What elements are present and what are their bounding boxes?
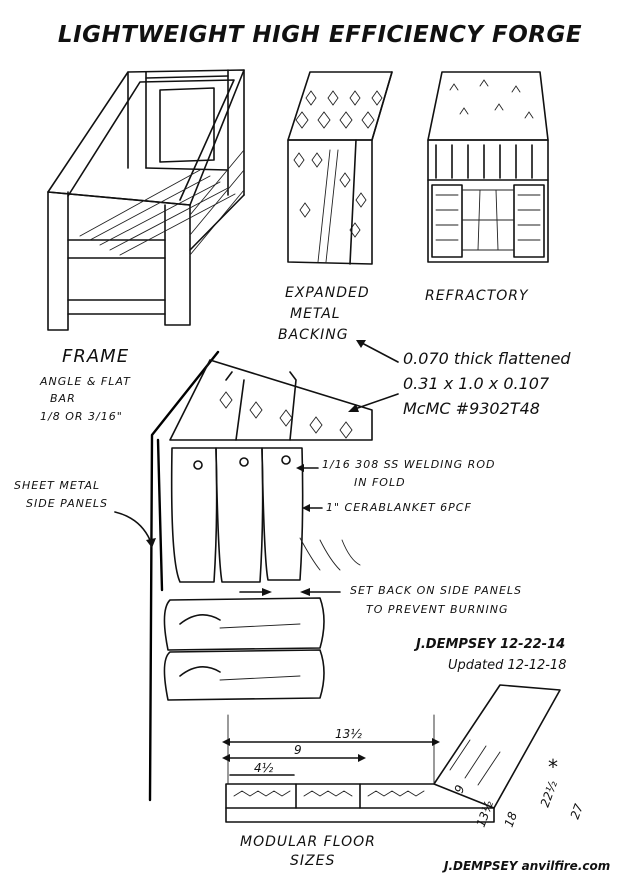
frame-label: FRAME ANGLE & FLAT BAR 1/8 OR 3/16" — [39, 346, 131, 423]
updated-date: Updated 12-12-18 — [448, 658, 566, 673]
svg-text:EXPANDED: EXPANDED — [285, 285, 370, 301]
svg-text:27: 27 — [568, 802, 587, 821]
svg-text:1/8 OR 3/16": 1/8 OR 3/16" — [40, 410, 123, 423]
svg-text:9: 9 — [452, 783, 468, 795]
svg-text:METAL: METAL — [290, 306, 341, 322]
svg-text:SHEET METAL: SHEET METAL — [14, 479, 100, 492]
svg-text:SET BACK ON SIDE PANELS: SET BACK ON SIDE PANELS — [350, 584, 522, 597]
svg-text:IN FOLD: IN FOLD — [354, 476, 406, 489]
expanded-metal-sketch — [287, 71, 393, 265]
svg-text:BACKING: BACKING — [278, 327, 349, 343]
setback-label: SET BACK ON SIDE PANELS TO PREVENT BURNI… — [350, 584, 522, 616]
svg-text:*: * — [548, 755, 558, 779]
svg-text:18: 18 — [502, 810, 521, 829]
cerablanket-label: 1" CERABLANKET 6PCF — [302, 501, 472, 514]
svg-text:9: 9 — [294, 743, 302, 757]
svg-text:0.070 thick flattened: 0.070 thick flattened — [403, 349, 571, 368]
svg-text:TO PREVENT BURNING: TO PREVENT BURNING — [366, 603, 509, 616]
svg-text:McMC #9302T48: McMC #9302T48 — [403, 399, 540, 418]
floor-sizes-label: MODULAR FLOOR SIZES — [240, 834, 376, 869]
svg-text:SIDE PANELS: SIDE PANELS — [26, 497, 108, 510]
svg-text:1" CERABLANKET 6PCF: 1" CERABLANKET 6PCF — [326, 501, 472, 514]
svg-text:FRAME: FRAME — [62, 346, 129, 367]
title: LIGHTWEIGHT HIGH EFFICIENCY FORGE — [58, 22, 582, 48]
svg-text:13½: 13½ — [474, 799, 496, 829]
svg-text:13½: 13½ — [335, 727, 362, 741]
svg-text:SIZES: SIZES — [290, 853, 335, 869]
svg-text:22½: 22½ — [538, 779, 560, 809]
svg-text:0.31 x 1.0 x 0.107: 0.31 x 1.0 x 0.107 — [403, 374, 550, 393]
spec-note: 0.070 thick flattened 0.31 x 1.0 x 0.107… — [403, 349, 571, 418]
svg-text:BAR: BAR — [50, 392, 76, 405]
svg-text:MODULAR FLOOR: MODULAR FLOOR — [240, 834, 376, 850]
svg-text:ANGLE & FLAT: ANGLE & FLAT — [39, 375, 131, 388]
frame-sketch — [47, 69, 245, 331]
svg-text:1/16 308 SS WELDING ROD: 1/16 308 SS WELDING ROD — [322, 458, 495, 471]
svg-text:4½: 4½ — [254, 761, 274, 775]
refractory-label: REFRACTORY — [425, 288, 529, 304]
sheet-metal-label: SHEET METAL SIDE PANELS — [14, 479, 156, 548]
welding-rod-label: 1/16 308 SS WELDING ROD IN FOLD — [296, 458, 495, 489]
modular-floor-sketch — [222, 684, 561, 823]
cutaway-sketch — [148, 350, 373, 802]
footer-credit: J.DEMPSEY anvilfire.com — [442, 859, 610, 873]
refractory-sketch — [427, 71, 549, 263]
author-date: J.DEMPSEY 12-22-14 — [413, 637, 565, 652]
spec-arrows — [348, 340, 399, 412]
expanded-metal-label: EXPANDED METAL BACKING — [278, 285, 370, 343]
